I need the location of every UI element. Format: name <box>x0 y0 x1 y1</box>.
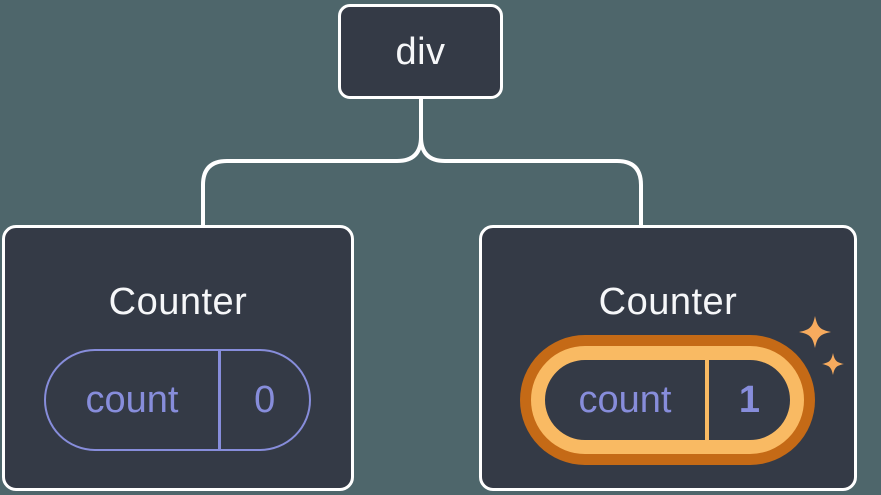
pill-divider <box>218 351 221 449</box>
sparkles-icon <box>799 316 844 375</box>
state-value: 0 <box>254 379 276 421</box>
state-key-label: count <box>85 379 179 421</box>
component-card-counter-left: Counter count 0 <box>2 225 354 491</box>
pill-divider <box>705 360 709 440</box>
root-node: div <box>338 4 503 99</box>
root-node-label: div <box>395 30 446 73</box>
state-value: 1 <box>738 379 761 421</box>
component-title: Counter <box>598 281 738 323</box>
state-pill-highlighted: count 1 <box>531 346 804 454</box>
state-key-label: count <box>578 379 672 421</box>
state-pill: count 0 <box>44 349 311 451</box>
component-title: Counter <box>108 281 248 323</box>
component-card-counter-right: Counter count 1 <box>479 225 857 491</box>
